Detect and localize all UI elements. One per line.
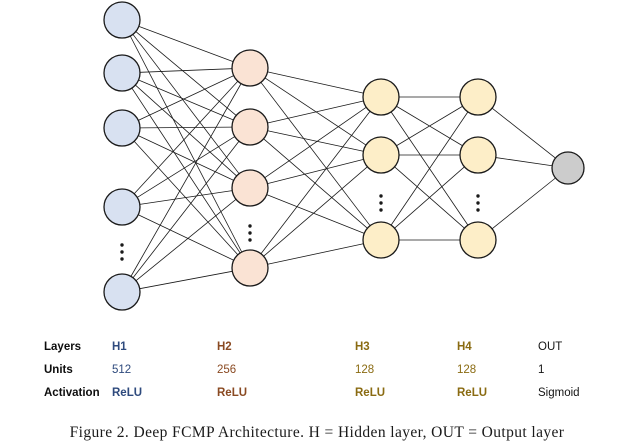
network-edge: [139, 126, 233, 129]
network-edge: [267, 71, 364, 94]
node-h1-2: [103, 54, 141, 92]
network-edge: [264, 77, 367, 146]
network-edge: [396, 105, 463, 147]
cell-activation-h4: ReLU: [457, 387, 488, 399]
cell-layers-h2: H2: [217, 341, 232, 353]
network-edge: [263, 138, 368, 229]
node-h4-1: [459, 78, 497, 116]
node-h1-5: [103, 273, 141, 311]
network-edge: [260, 82, 371, 226]
network-nodes: [103, 1, 585, 311]
network-edge: [138, 25, 234, 63]
network-edge: [264, 106, 367, 179]
network-edges: [129, 25, 556, 290]
network-edge: [267, 243, 364, 265]
network-edge: [390, 111, 469, 226]
node-h2-4: [231, 249, 269, 287]
node-h2-3: [231, 169, 269, 207]
network-edge: [139, 68, 233, 73]
node-h1-1: [103, 1, 141, 39]
node-h2-1: [231, 49, 269, 87]
cell-units-h2: 256: [217, 364, 237, 376]
row-label-activation: Activation: [44, 387, 100, 399]
network-edge: [267, 130, 364, 152]
network-edge: [267, 100, 364, 124]
row-label-units: Units: [44, 364, 73, 376]
network-edge: [138, 75, 234, 121]
network-edge: [491, 177, 556, 230]
network-edge: [131, 87, 241, 254]
cell-units-h1: 512: [112, 364, 132, 376]
network-edge: [138, 214, 234, 261]
cell-activation-out: Sigmoid: [538, 387, 580, 399]
cell-activation-h1: ReLU: [112, 387, 143, 399]
cell-layers-h3: H3: [355, 341, 370, 353]
network-edge: [267, 159, 364, 184]
network-ellipses: [120, 194, 480, 261]
cell-activation-h3: ReLU: [355, 387, 386, 399]
neural-network-diagram: [103, 1, 585, 311]
cell-activation-h2: ReLU: [217, 387, 248, 399]
cell-layers-out: OUT: [538, 341, 563, 353]
cell-units-out: 1: [538, 364, 545, 376]
node-h2-2: [231, 108, 269, 146]
cell-units-h4: 128: [457, 364, 477, 376]
network-edge: [129, 35, 243, 253]
node-h4-3: [459, 221, 497, 259]
network-edge: [260, 111, 371, 254]
vertical-ellipsis-icon: [379, 208, 383, 212]
cell-layers-h4: H4: [457, 341, 472, 353]
table-row: Units 512 256 128 128 1: [0, 359, 634, 381]
network-edge: [491, 107, 556, 159]
vertical-ellipsis-icon: [120, 250, 124, 254]
vertical-ellipsis-icon: [120, 257, 124, 261]
network-edge: [394, 166, 465, 229]
network-edge: [135, 84, 237, 177]
node-h1-4: [103, 188, 141, 226]
node-h1-3: [103, 109, 141, 147]
table-row: Activation ReLU ReLU ReLU ReLU Sigmoid: [0, 382, 634, 404]
vertical-ellipsis-icon: [120, 243, 124, 247]
vertical-ellipsis-icon: [476, 194, 480, 198]
vertical-ellipsis-icon: [379, 201, 383, 205]
node-out-1: [551, 151, 585, 185]
network-edge: [135, 199, 237, 281]
layer-spec-table: Layers H1 H2 H3 H4 OUT Units 512 256 128…: [0, 334, 634, 414]
network-edge: [266, 194, 365, 234]
network-edge: [263, 166, 368, 257]
vertical-ellipsis-icon: [248, 238, 252, 242]
network-edge: [139, 190, 233, 205]
row-label-layers: Layers: [44, 341, 82, 353]
network-edge: [130, 83, 242, 277]
network-edge: [138, 79, 234, 121]
vertical-ellipsis-icon: [248, 231, 252, 235]
figure-caption: Figure 2. Deep FCMP Architecture. H = Hi…: [69, 424, 565, 441]
network-edge: [495, 157, 553, 167]
network-edge: [132, 34, 240, 174]
cell-layers-h1: H1: [112, 341, 127, 353]
network-edge: [137, 136, 235, 198]
vertical-ellipsis-icon: [476, 208, 480, 212]
table-row: Layers H1 H2 H3 H4 OUT: [0, 336, 634, 358]
vertical-ellipsis-icon: [379, 194, 383, 198]
vertical-ellipsis-icon: [248, 224, 252, 228]
vertical-ellipsis-icon: [476, 201, 480, 205]
network-edge: [138, 135, 234, 181]
network-edge: [132, 140, 240, 279]
node-h3-3: [362, 221, 400, 259]
network-edge: [139, 270, 233, 290]
node-h3-2: [362, 136, 400, 174]
network-edge: [133, 141, 239, 255]
node-h4-2: [459, 136, 497, 174]
network-edge: [133, 80, 239, 195]
node-h3-1: [362, 78, 400, 116]
cell-units-h3: 128: [355, 364, 375, 376]
